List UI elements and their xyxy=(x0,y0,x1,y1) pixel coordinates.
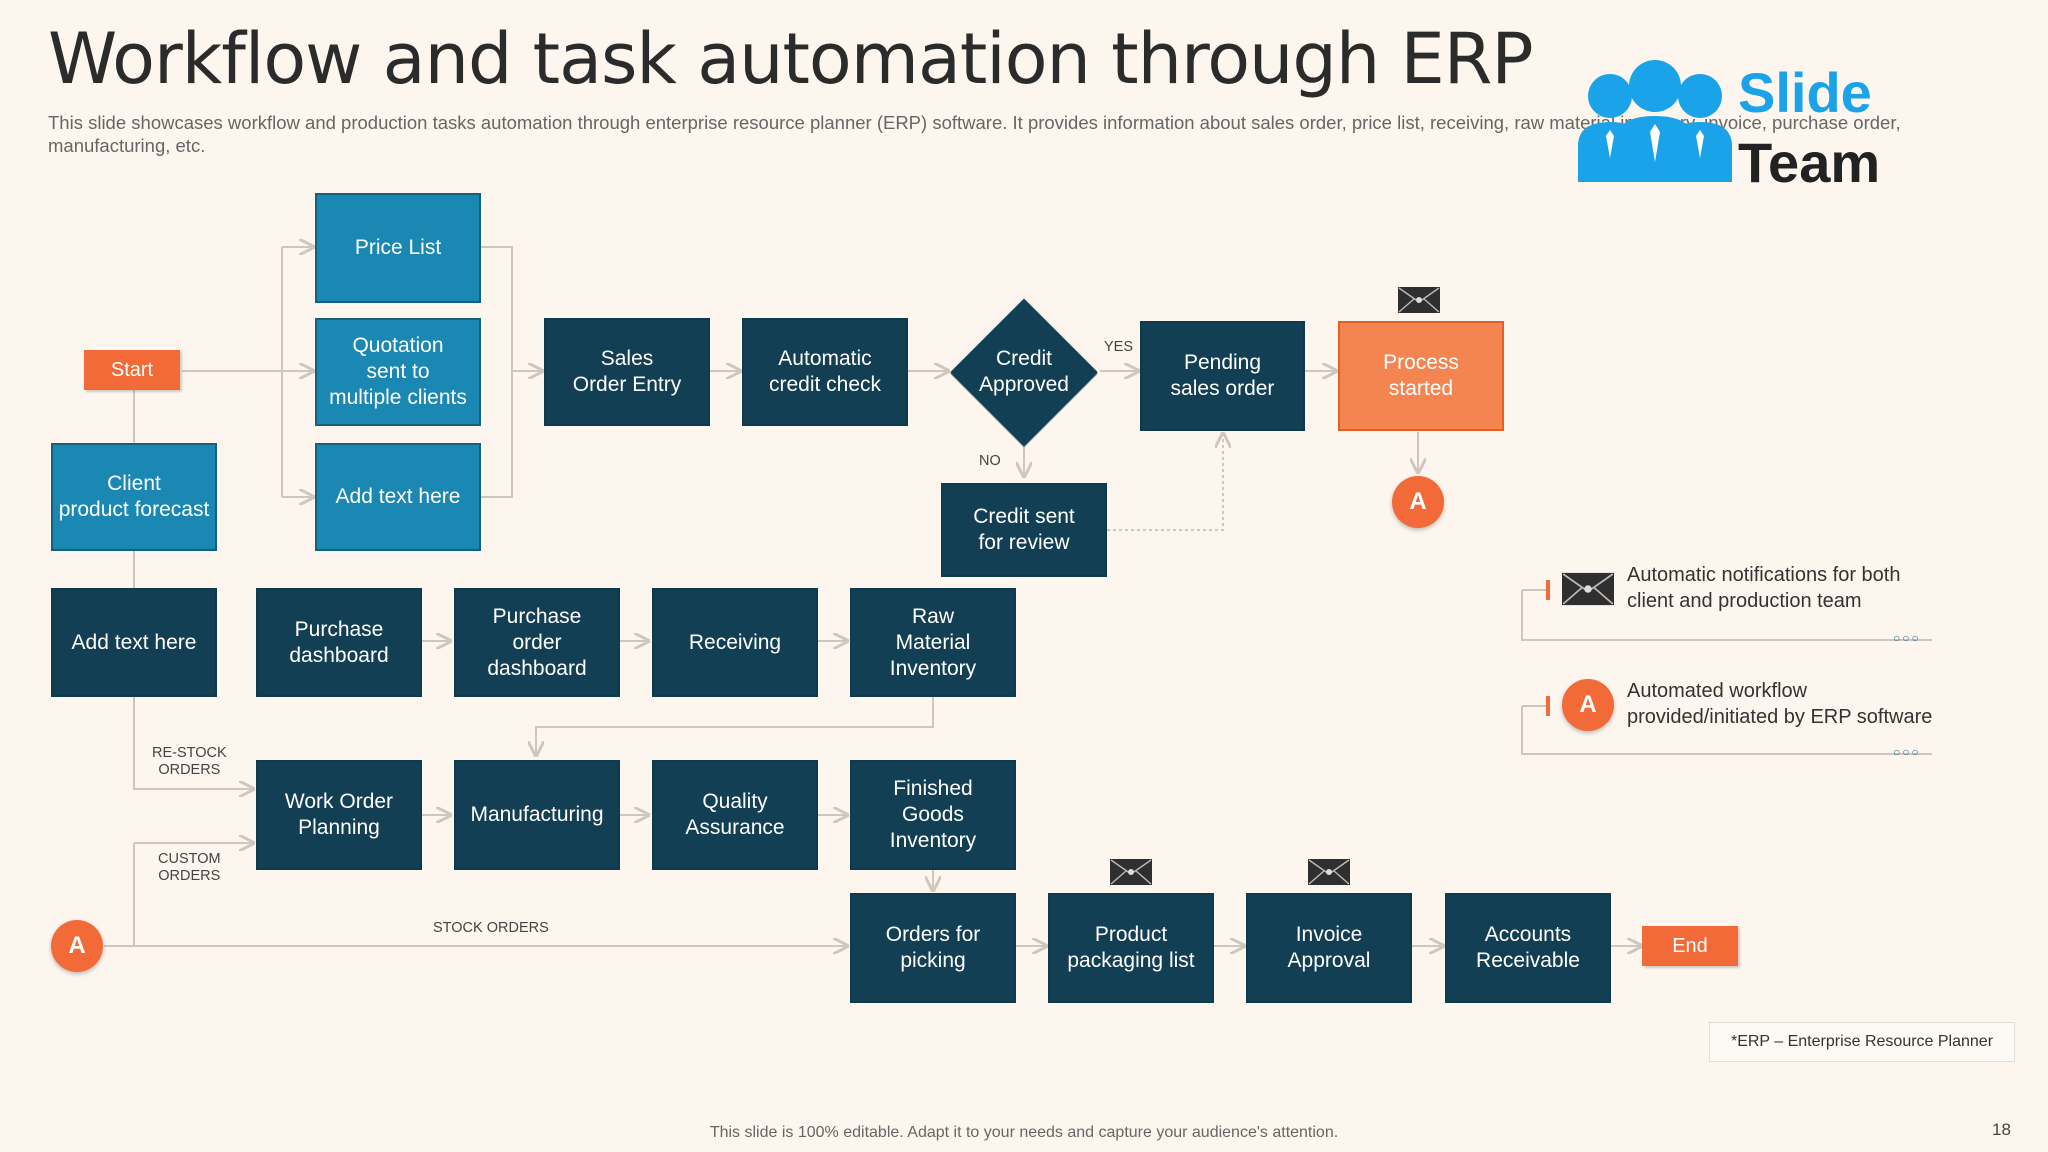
quotation-node: Quotation sent to multiple clients xyxy=(315,318,481,426)
stock-orders-label: STOCK ORDERS xyxy=(433,920,549,936)
price-list-node: Price List xyxy=(315,193,481,303)
credit-approved-label: Credit Approved xyxy=(979,347,1069,396)
manufacturing-node: Manufacturing xyxy=(454,760,620,870)
page-number: 18 xyxy=(1992,1120,2011,1139)
orders-for-picking-node: Orders for picking xyxy=(850,893,1016,1003)
product-packaging-list-node: Product packaging list xyxy=(1048,893,1214,1003)
team-logo-icon xyxy=(1578,60,1732,182)
erp-footnote: *ERP – Enterprise Resource Planner xyxy=(1709,1022,2015,1062)
add-text-node-2: Add text here xyxy=(51,588,217,697)
page-title: Workflow and task automation through ERP xyxy=(48,18,1534,100)
custom-orders-label: CUSTOM ORDERS xyxy=(158,851,221,884)
logo-text-team: Team xyxy=(1738,131,1881,194)
legend-workflow-text: Automated workflow provided/initiated by… xyxy=(1627,680,1933,728)
slide-footer: This slide is 100% editable. Adapt it to… xyxy=(709,1124,1339,1141)
invoice-approval-node: Invoice Approval xyxy=(1246,893,1412,1003)
client-forecast-node: Client product forecast xyxy=(51,443,217,551)
connector-a-marker: A xyxy=(51,920,103,972)
no-label: NO xyxy=(979,453,1001,469)
legend-notifications-text: Automatic notifications for both client … xyxy=(1627,564,1901,612)
logo-text-slide: Slide xyxy=(1738,61,1872,124)
page-subtitle: This slide showcases workflow and produc… xyxy=(48,112,1901,156)
process-started-node: Process started xyxy=(1338,321,1504,431)
envelope-icon xyxy=(1308,859,1350,885)
purchase-dashboard-node: Purchase dashboard xyxy=(256,588,422,697)
sales-order-entry-node: Sales Order Entry xyxy=(544,318,710,426)
pending-sales-order-node: Pending sales order xyxy=(1140,321,1305,431)
connector-a-marker: A xyxy=(1392,476,1444,528)
credit-review-node: Credit sent for review xyxy=(941,483,1107,577)
legend-dots: ○○○ xyxy=(1893,745,1921,759)
legend-dots: ○○○ xyxy=(1893,631,1921,645)
start-node: Start xyxy=(84,350,180,390)
envelope-icon xyxy=(1398,287,1440,313)
accounts-receivable-node: Accounts Receivable xyxy=(1445,893,1611,1003)
yes-label: YES xyxy=(1104,339,1134,355)
automatic-credit-check-node: Automatic credit check xyxy=(742,318,908,426)
add-text-node-1: Add text here xyxy=(315,443,481,551)
raw-material-inventory-node: Raw Material Inventory xyxy=(850,588,1016,697)
end-node: End xyxy=(1642,926,1738,966)
legend-envelope-icon xyxy=(1562,572,1614,606)
purchase-order-dashboard-node: Purchase order dashboard xyxy=(454,588,620,697)
legend-a-marker: A xyxy=(1562,679,1614,731)
credit-approved-decision: Credit Approved xyxy=(950,298,1098,446)
restock-orders-label: RE-STOCK ORDERS xyxy=(152,745,227,778)
quality-assurance-node: Quality Assurance xyxy=(652,760,818,870)
envelope-icon xyxy=(1110,859,1152,885)
receiving-node: Receiving xyxy=(652,588,818,697)
finished-goods-inventory-node: Finished Goods Inventory xyxy=(850,760,1016,870)
work-order-planning-node: Work Order Planning xyxy=(256,760,422,870)
